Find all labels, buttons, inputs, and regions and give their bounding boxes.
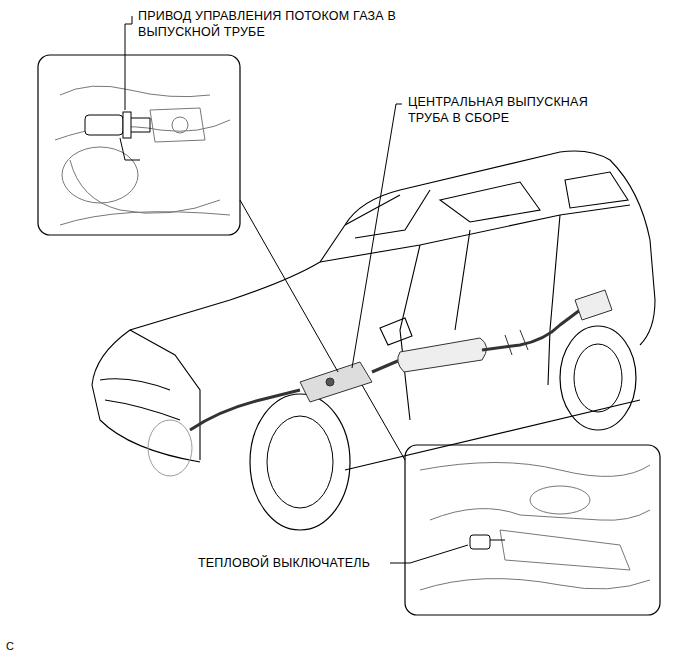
actuator: [85, 112, 150, 160]
part-label: ПРИВОД УПРАВЛЕНИЯ ПОТОКОМ ГАЗА В ВЫПУСКН…: [138, 8, 428, 40]
leader-line: [362, 385, 405, 460]
figure-code: C: [6, 638, 36, 654]
car-body: [92, 151, 655, 470]
leader-line: [390, 545, 468, 563]
inset-frame: [38, 55, 240, 235]
leader-line: [125, 16, 132, 110]
part-label: ЦЕНТРАЛЬНАЯ ВЫПУСКНАЯ ТРУБА В СБОРЕ: [408, 94, 598, 126]
part-label: ТЕПЛОВОЙ ВЫКЛЮЧАТЕЛЬ: [198, 555, 388, 571]
inset-detail: [55, 86, 230, 225]
inset-frame: [405, 445, 660, 615]
heat-switch: [470, 535, 505, 549]
leader-line: [352, 104, 402, 368]
exhaust-system: [190, 290, 612, 430]
wheel: [148, 326, 636, 530]
leader-line: [240, 200, 338, 372]
inset-detail: [420, 463, 650, 591]
